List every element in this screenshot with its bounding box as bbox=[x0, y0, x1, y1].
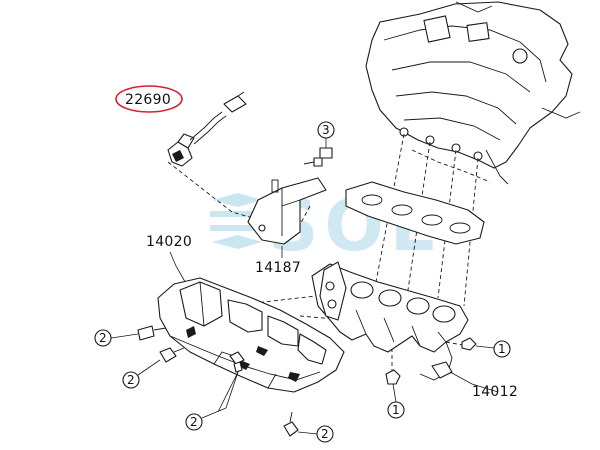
part-number-14012: 14012 bbox=[472, 384, 518, 400]
bolt-2-mid-left: 2 bbox=[122, 347, 185, 389]
sensor-assembly: 22690 bbox=[115, 85, 247, 167]
part-number-22690: 22690 bbox=[125, 92, 171, 108]
nut-1-bottom: 1 bbox=[385, 369, 405, 419]
part-number-14187: 14187 bbox=[255, 260, 301, 276]
svg-text:2: 2 bbox=[321, 427, 329, 441]
svg-text:1: 1 bbox=[392, 403, 400, 417]
nut-1-right: 1 bbox=[461, 337, 511, 358]
bolts-2-bottom: 2 bbox=[185, 351, 245, 431]
callout-1-bottom bbox=[387, 401, 405, 419]
svg-text:2: 2 bbox=[99, 331, 107, 345]
svg-text:1: 1 bbox=[498, 342, 506, 356]
svg-text:2: 2 bbox=[190, 415, 198, 429]
callout-1-right bbox=[493, 340, 511, 358]
callout-2-bottom bbox=[185, 413, 203, 431]
engine-block bbox=[365, 1, 581, 185]
svg-text:2: 2 bbox=[127, 373, 135, 387]
bracket-14187: 14187 bbox=[247, 177, 327, 276]
bolt-3: 3 bbox=[303, 121, 335, 167]
gasket-plate bbox=[345, 181, 485, 245]
svg-text:3: 3 bbox=[322, 123, 330, 137]
highlight-ring bbox=[115, 85, 183, 113]
part-number-14020: 14020 bbox=[146, 234, 192, 250]
bolt-2-bottom-right: 2 bbox=[283, 411, 334, 443]
callout-2-bottom-right bbox=[316, 425, 334, 443]
heat-shield-cover bbox=[157, 277, 345, 393]
bolt-2-upper-left: 2 bbox=[94, 325, 167, 347]
intake-manifold: 14012 bbox=[311, 261, 518, 400]
callout-2-mid-left bbox=[122, 371, 140, 389]
